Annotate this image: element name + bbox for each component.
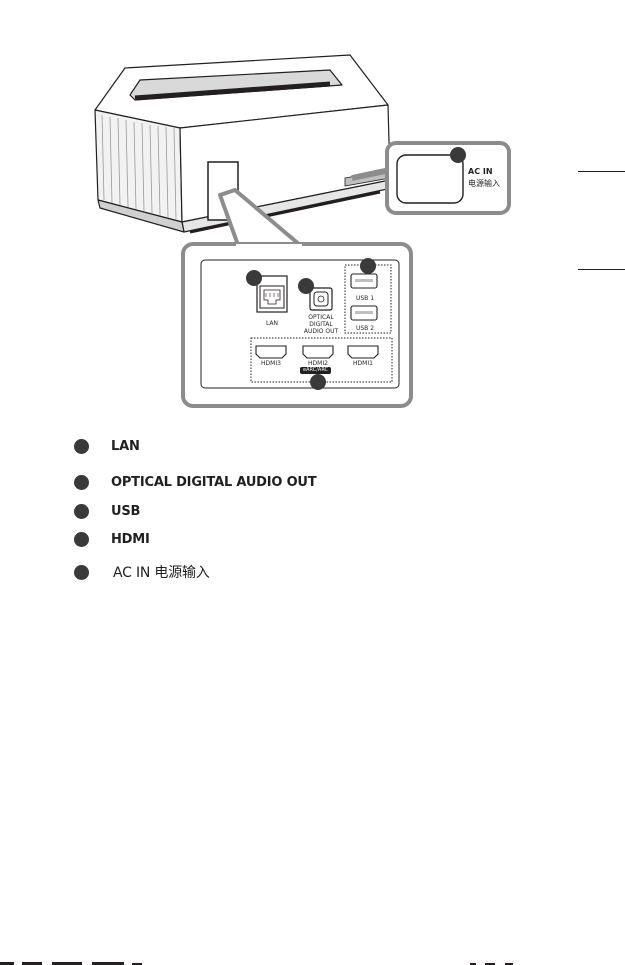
legend-label: USB: [111, 504, 140, 519]
projector-diagram: AC IN 电源输入 LAN OPTICAL DIGITAL AUDIO OUT…: [0, 0, 625, 420]
legend-label: OPTICAL DIGITAL AUDIO OUT: [111, 475, 316, 490]
optical-port-label: OPTICAL DIGITAL AUDIO OUT: [301, 314, 341, 335]
legend-item-lan: LAN: [74, 436, 140, 456]
hdmi1-label: HDMI1: [348, 360, 378, 367]
optical-label-line2: DIGITAL: [301, 321, 341, 328]
legend-item-ac-in: AC IN 电源输入: [74, 562, 210, 582]
legend-label: LAN: [111, 439, 140, 454]
margin-rule-top: [578, 171, 625, 172]
legend-marker: [74, 439, 89, 454]
legend-label: HDMI: [111, 532, 150, 547]
projector-illustration: [0, 0, 625, 420]
usb2-label: USB 2: [352, 325, 378, 332]
footer-crop-marks: [0, 958, 625, 965]
margin-rule-bottom: [578, 269, 625, 270]
optical-label-line3: AUDIO OUT: [301, 328, 341, 335]
legend-marker: [74, 475, 89, 490]
legend-marker: [74, 504, 89, 519]
optical-label-line1: OPTICAL: [301, 314, 341, 321]
hdmi2-label: HDMI2: [303, 360, 333, 367]
ac-in-marker: [450, 147, 466, 163]
legend-marker: [74, 565, 89, 580]
lan-port-label: LAN: [262, 320, 282, 327]
ac-in-label: AC IN: [468, 166, 493, 177]
ac-in-cn-label: 电源输入: [468, 178, 500, 189]
legend-item-optical: OPTICAL DIGITAL AUDIO OUT: [74, 472, 316, 492]
hdmi3-label: HDMI3: [256, 360, 286, 367]
legend-item-usb: USB: [74, 501, 140, 521]
legend-label: AC IN 电源输入: [113, 562, 210, 582]
legend-item-hdmi: HDMI: [74, 529, 150, 549]
hdmi2-earc-badge: eARC/ARC: [300, 367, 331, 374]
usb1-label: USB 1: [352, 295, 378, 302]
legend-marker: [74, 532, 89, 547]
ac-in-socket: [397, 155, 463, 203]
